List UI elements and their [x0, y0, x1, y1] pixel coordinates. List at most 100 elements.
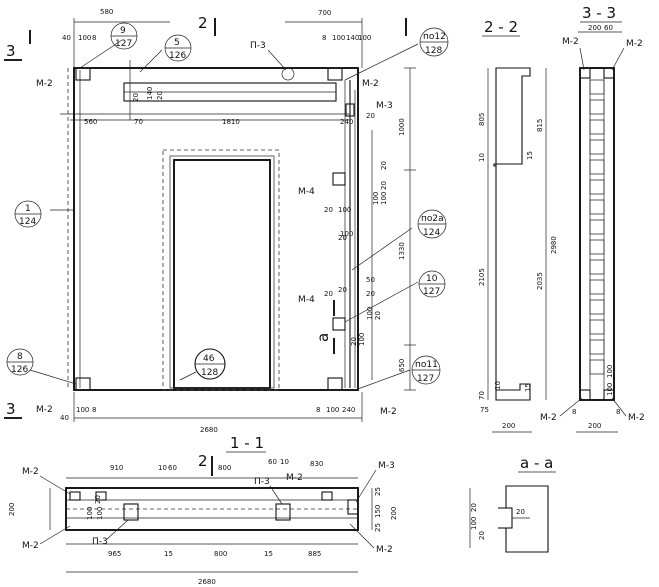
svg-text:46: 46 — [203, 354, 215, 364]
s22-dim-2105: 2105 — [478, 268, 486, 286]
rdim-20g: 20 — [374, 311, 382, 320]
dim-140: 140 — [346, 34, 359, 42]
svg-text:10: 10 — [426, 274, 438, 284]
embed-m2-bottom-left — [75, 377, 91, 391]
s33-dim-100b: 100 — [606, 365, 614, 378]
hollow-cores — [589, 79, 605, 375]
s22-dim-805: 805 — [478, 113, 486, 126]
s33-dim-8b: 8 — [616, 408, 620, 416]
s22-dim-10b: 10 — [494, 381, 502, 390]
mark-m3: M-3 — [376, 101, 393, 111]
bdim-8: 8 — [92, 406, 96, 414]
s33-dim-60: 60 — [604, 24, 613, 32]
saa-dim-20: 20 — [470, 503, 478, 512]
bdim-100b: 100 — [326, 406, 339, 414]
rdim-100d: 100 — [366, 307, 374, 320]
s22-dim-75: 75 — [480, 406, 489, 414]
s22-dim-815: 815 — [536, 119, 544, 132]
bdim-2680: 2680 — [200, 426, 218, 434]
s33-dim-100: 100 — [606, 383, 614, 396]
rdim-100c: 100 — [338, 206, 351, 214]
svg-text:по11: по11 — [415, 360, 438, 370]
rdim-20f: 20 — [366, 290, 375, 298]
s11-dim-830: 830 — [310, 460, 323, 468]
s11-mark-m2-c: M-2 — [286, 473, 303, 483]
s11-dim-150: 150 — [374, 505, 382, 518]
panel-outline — [73, 67, 359, 391]
dim-100b: 100 — [332, 34, 345, 42]
s11-m2-c — [321, 491, 333, 501]
cut-3-top: 3 — [6, 42, 16, 60]
s11-dim-20: 20 — [94, 495, 102, 504]
mark-m4-b: M-4 — [298, 295, 315, 305]
section-a-a-profile — [505, 485, 549, 553]
s11-dim-965: 965 — [108, 550, 121, 558]
lintel-dim-20: 20 — [132, 93, 140, 102]
s11-p3-right — [275, 503, 291, 521]
mark-m2-tr: M-2 — [362, 79, 379, 89]
s33-dim-200: 200 — [588, 24, 601, 32]
s11-m2-a — [69, 491, 81, 501]
embed-m4-bottom — [332, 317, 346, 331]
rdim-20c: 20 — [324, 206, 333, 214]
s22-dim-70: 70 — [478, 391, 486, 400]
s11-dim-2680: 2680 — [198, 578, 216, 586]
mark-m2-bl: M-2 — [36, 405, 53, 415]
s11-dim-910: 910 — [110, 464, 123, 472]
saa-dim-100: 100 — [470, 517, 478, 530]
dim-100c: 100 — [358, 34, 371, 42]
saa-dim-20b: 20 — [478, 531, 486, 540]
svg-text:126: 126 — [11, 365, 28, 375]
s11-dim-10b: 10 — [280, 458, 289, 466]
s33-mark-m2-tl: M-2 — [562, 37, 579, 47]
svg-text:9: 9 — [120, 26, 126, 36]
rdim-100: 100 — [380, 192, 388, 205]
dim-20: 20 — [366, 112, 375, 120]
saa-dim-20c: 20 — [516, 508, 525, 516]
callout-po11-127: по11 127 — [411, 355, 441, 385]
s11-dim-60: 60 — [168, 464, 177, 472]
dim-560: 560 — [84, 118, 97, 126]
title-a-a: a - a — [520, 454, 553, 472]
s11-dim-15b: 15 — [264, 550, 273, 558]
door-opening — [173, 159, 271, 389]
elevation-view: 580 40 100 8 700 8 100 140 100 560 70 18… — [4, 8, 419, 434]
section-1-1: 1 - 1 2 910 10 60 800 60 10 830 965 15 8… — [8, 434, 398, 586]
rdim-20e: 20 — [338, 286, 347, 294]
s11-mark-m2-b: M-2 — [22, 541, 39, 551]
embed-m2-top-left — [75, 67, 91, 81]
dim-8: 8 — [92, 34, 96, 42]
svg-text:8: 8 — [17, 352, 23, 362]
mark-m2-br: M-2 — [380, 407, 397, 417]
rdim-20h: 20 — [350, 337, 358, 346]
s22-dim-2980: 2980 — [550, 236, 558, 254]
dim-40: 40 — [62, 34, 71, 42]
bdim-40: 40 — [60, 414, 69, 422]
mark-m2-tl: M-2 — [36, 79, 53, 89]
s11-dim-800: 800 — [218, 464, 231, 472]
svg-text:127: 127 — [115, 39, 132, 49]
s11-mark-m2-d: M-2 — [376, 545, 393, 555]
title-3-3: 3 - 3 — [582, 4, 616, 22]
rdim-20b: 20 — [380, 181, 388, 190]
rdim-50: 50 — [366, 276, 375, 284]
s11-dim-885: 885 — [308, 550, 321, 558]
lifting-loop — [281, 67, 295, 81]
bdim-240: 240 — [342, 406, 355, 414]
section-3-3-profile — [579, 67, 615, 401]
dim-650: 650 — [398, 359, 406, 372]
s11-dim-15: 15 — [164, 550, 173, 558]
svg-text:127: 127 — [417, 374, 434, 384]
cut-2-top: 2 — [198, 14, 208, 32]
embed-m2-bottom-right — [327, 377, 343, 391]
dim-1330: 1330 — [398, 242, 406, 260]
s33-mark-m2-bl: M-2 — [540, 413, 557, 423]
dim-240: 240 — [340, 118, 353, 126]
cut-2-bottom: 2 — [198, 452, 208, 470]
s33-dim-8: 8 — [572, 408, 576, 416]
